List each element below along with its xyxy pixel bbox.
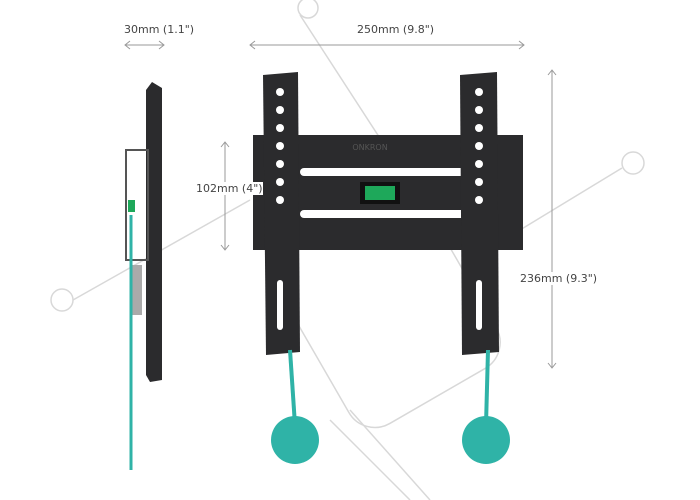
depth-dimension-label: 30mm (1.1") bbox=[124, 23, 195, 36]
right-rail bbox=[460, 72, 499, 355]
brand-logo: ONKRON bbox=[352, 143, 387, 152]
dimension-lines bbox=[124, 40, 557, 369]
right-pull-tab bbox=[462, 416, 510, 464]
side-view-bracket bbox=[125, 82, 162, 470]
height-dimension-label: 236mm (9.3") bbox=[520, 272, 598, 285]
left-pull-tab bbox=[271, 416, 319, 464]
width-dimension-label: 250mm (9.8") bbox=[357, 23, 435, 36]
vesa-height-dimension-label: 102mm (4") bbox=[196, 182, 263, 195]
release-cords bbox=[271, 349, 510, 464]
bubble-level bbox=[365, 186, 395, 200]
left-rail bbox=[263, 72, 300, 355]
